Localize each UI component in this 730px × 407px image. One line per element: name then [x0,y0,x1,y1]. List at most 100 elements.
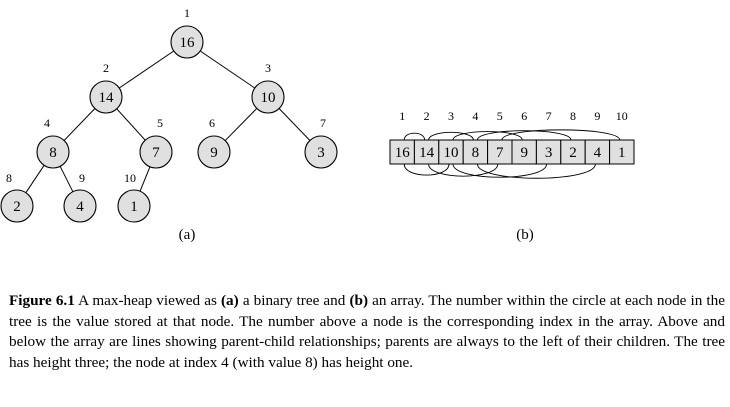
tree-node-value: 2 [13,199,21,215]
array-index-2: 2 [424,109,430,123]
array-cell-10 [609,139,635,165]
array-cell-value: 8 [472,145,480,161]
array-arc-3-7 [452,163,548,178]
array-cell-value: 10 [444,145,459,161]
array-arc-5-10 [501,129,621,141]
array-arc-2-4 [428,131,474,141]
tree-node-circle [139,135,173,169]
array-cell-value: 2 [569,145,577,161]
array-cell-value: 16 [395,145,411,161]
tree-node-4: 84 [36,116,70,169]
array-cell-value: 1 [618,145,626,161]
tree-node-circle [0,189,34,223]
tree-node-index: 8 [6,171,12,185]
tree-node-index: 4 [44,116,50,130]
array-indices: 1 2 3 4 5 6 7 8 9 10 [399,109,628,123]
array-panel-label: (b) [516,227,534,243]
tree-node-9: 49 [63,171,97,223]
tree-node-10: 1 10 [117,171,151,223]
array-cell-4 [462,139,489,165]
tree-edges [25,50,311,193]
caption-b-label: (b) [349,292,368,309]
tree-node-value: 10 [261,90,276,106]
array-arc-2-5 [428,163,499,177]
array-cell-value: 3 [545,145,553,161]
tree-edge-3-6 [224,108,258,141]
array-arc-4-8 [476,130,572,141]
tree-node-7: 37 [304,116,338,169]
array-index-3: 3 [448,109,454,123]
tree-node-circle [63,189,97,223]
array-index-5: 5 [497,109,503,123]
array-cell-value: 9 [520,145,528,161]
tree-node-index: 2 [103,61,109,75]
tree-edge-1-3 [199,50,256,89]
tree-node-index: 1 [184,6,190,20]
array-arc-4-9 [476,163,596,179]
array-index-8: 8 [570,109,576,123]
tree-edge-5-10 [139,166,151,192]
tree-panel-label: (a) [179,227,196,243]
array-cell-2 [413,139,440,165]
tree-node-index: 3 [265,61,271,75]
tree-node-1: 16 1 [170,6,204,59]
array-cell-value: 14 [419,145,435,161]
caption-text-3: an array. The number within the circle a… [9,292,725,371]
array-index-9: 9 [594,109,600,123]
tree-node-index: 9 [79,171,85,185]
tree-node-value: 14 [99,90,115,106]
figure-label: Figure 6.1 [9,292,75,309]
array-cell-3 [438,139,464,165]
array-cell-6 [511,139,537,165]
caption-text-2: a binary tree and [238,292,350,309]
tree-edge-1-2 [118,50,175,89]
caption-text-1: A max-heap viewed as [74,292,221,309]
caption-a-label: (a) [221,292,239,309]
tree-edge-4-8 [25,165,45,193]
array-index-10: 10 [616,109,628,123]
tree-node-circle [89,80,123,114]
tree-node-circle [36,135,70,169]
array-cell-5 [487,139,513,165]
tree-edge-3-7 [278,108,311,141]
tree-node-index: 6 [209,116,215,130]
tree-node-value: 1 [130,199,138,215]
tree-node-circle [117,189,151,223]
tree-node-index: 5 [157,116,163,130]
array-arc-3-6 [452,131,523,141]
tree-node-3: 10 3 [251,61,285,114]
array-cell-value: 4 [594,145,602,161]
tree-edge-2-4 [63,108,96,141]
tree-node-value: 9 [210,145,218,161]
array-index-1: 1 [399,109,405,123]
array-parent-child-arcs [403,129,621,179]
array-cell-value: 7 [496,145,504,161]
array-cell-7 [535,139,562,165]
tree-node-value: 3 [317,145,325,161]
tree-edge-2-5 [116,108,146,141]
tree-node-circle [197,135,231,169]
tree-node-circle [304,135,338,169]
tree-node-value: 4 [76,199,84,215]
array-arc-1-3 [403,163,450,176]
tree-edge-4-9 [59,166,74,192]
array-index-4: 4 [472,109,478,123]
tree-node-5: 75 [139,116,173,169]
figure-caption: Figure 6.1 A max-heap viewed as (a) a bi… [9,291,725,373]
tree-node-6: 96 [197,116,231,169]
tree-node-value: 8 [49,145,57,161]
tree-node-value: 16 [180,35,196,51]
tree-node-index: 10 [124,171,136,185]
tree-node-circle [170,25,204,59]
tree-node-2: 14 2 [89,61,123,114]
tree-node-value: 7 [152,145,160,161]
array-index-7: 7 [546,109,552,123]
array-index-6: 6 [521,109,527,123]
tree-node-index: 7 [320,116,326,130]
tree-node-circle [251,80,285,114]
array-arc-1-2 [403,132,426,141]
array-cell-8 [560,139,586,165]
